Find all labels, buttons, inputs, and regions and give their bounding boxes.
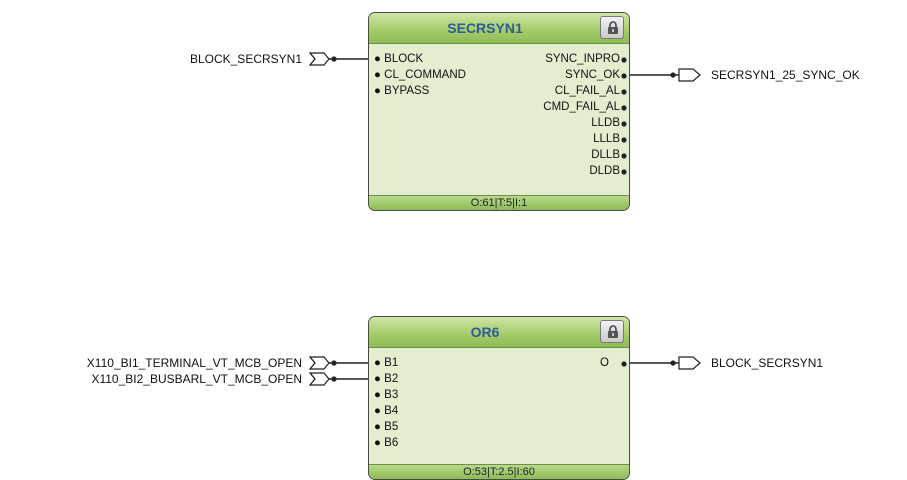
block-title: SECRSYN1: [447, 20, 523, 36]
input-port-b3[interactable]: ● B3: [374, 389, 399, 401]
function-block-or6[interactable]: OR6 ● B1 ● B2 ● B3 ● B4 ● B5 ● B6 O O:53…: [368, 316, 630, 480]
input-port-b5[interactable]: ● B5: [374, 421, 399, 433]
padlock-icon[interactable]: [600, 320, 624, 343]
block-title: OR6: [470, 324, 500, 340]
input-connector-block-secrsyn1[interactable]: [308, 52, 330, 66]
block-header: [369, 317, 629, 348]
input-port-b6[interactable]: ● B6: [374, 437, 399, 449]
block-header: [369, 13, 629, 44]
output-port-dllb[interactable]: DLLB: [591, 149, 620, 161]
function-block-secrsyn1[interactable]: SECRSYN1 ● BLOCK ● CL_COMMAND ● BYPASS S…: [368, 12, 630, 211]
input-connector-x110-bi1[interactable]: [308, 356, 330, 370]
input-port-b2[interactable]: ● B2: [374, 373, 399, 385]
output-port-dldb[interactable]: DLDB: [589, 165, 620, 177]
output-pin-dots: [621, 361, 627, 367]
output-port-sync-ok[interactable]: SYNC_OK: [565, 69, 620, 81]
output-port-o[interactable]: O: [600, 357, 609, 369]
signal-label-block-secrsyn1-in: BLOCK_SECRSYN1: [189, 52, 302, 66]
block-footer-info: O:61|T:5|I:1: [369, 195, 629, 210]
block-footer-info: O:53|T:2.5|I:60: [369, 464, 629, 479]
input-connector-x110-bi2[interactable]: [308, 372, 330, 386]
output-pin-dots: [621, 57, 627, 175]
signal-label-x110-bi1: X110_BI1_TERMINAL_VT_MCB_OPEN: [86, 356, 302, 370]
padlock-icon[interactable]: [600, 16, 624, 39]
input-port-b4[interactable]: ● B4: [374, 405, 399, 417]
output-connector-block-secrsyn1[interactable]: [678, 356, 701, 370]
input-port-block[interactable]: ● BLOCK: [374, 53, 424, 65]
input-port-cl-command[interactable]: ● CL_COMMAND: [374, 69, 466, 81]
input-port-b1[interactable]: ● B1: [374, 357, 399, 369]
signal-label-sync-ok-out: SECRSYN1_25_SYNC_OK: [711, 68, 860, 82]
output-port-lldb[interactable]: LLDB: [591, 117, 620, 129]
output-port-cl-fail-al[interactable]: CL_FAIL_AL: [554, 85, 620, 97]
output-port-lllb[interactable]: LLLB: [593, 133, 620, 145]
output-connector-sync-ok[interactable]: [678, 68, 701, 82]
output-port-cmd-fail-al[interactable]: CMD_FAIL_AL: [543, 101, 620, 113]
signal-label-block-secrsyn1-out: BLOCK_SECRSYN1: [711, 356, 824, 370]
input-port-bypass[interactable]: ● BYPASS: [374, 85, 430, 97]
signal-label-x110-bi2: X110_BI2_BUSBARL_VT_MCB_OPEN: [91, 372, 302, 386]
output-port-sync-inpro[interactable]: SYNC_INPRO: [545, 53, 620, 65]
